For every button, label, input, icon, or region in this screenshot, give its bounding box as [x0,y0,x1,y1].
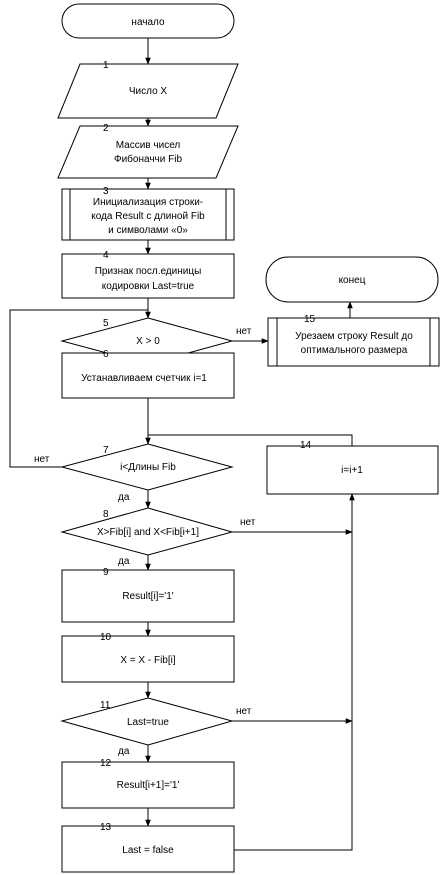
block-3-number: 3 [103,186,109,197]
block-9-text: Result[i]='1' [122,591,173,602]
block-14-process: 14 i=i+1 [266,440,439,495]
block-1-number: 1 [103,60,109,71]
end-terminal: конец [265,256,439,303]
block-1-text: Число X [129,86,168,97]
block-5-number: 5 [103,318,109,329]
block-8-text: X>Fib[i] and X<Fib[i+1] [97,527,199,538]
block-12-process: 12 Result[i+1]='1' [61,758,235,809]
block-8-decision: 8 X>Fib[i] and X<Fib[i+1] нет да [60,507,256,567]
connector-7-no-to-5 [9,309,148,468]
block-7-text: i<Длины Fib [120,462,176,473]
block-4-process: 4 Признак посл.единицы кодировки Last=tr… [61,250,235,299]
block-6-text: Устанавливаем счетчик i=1 [81,373,207,384]
block-10-number: 10 [100,632,112,643]
block-6-process: 6 Устанавливаем счетчик i=1 [61,349,235,399]
block-12-number: 12 [100,758,112,769]
block-4-text-line-2: кодировки Last=true [102,281,195,292]
block-11-no-label: нет [236,706,252,717]
start-terminal: начало [61,3,235,39]
block-15-text-line-2: оптимального размера [301,345,408,356]
block-11-number: 11 [100,700,111,711]
block-11-yes-label: да [118,746,130,757]
block-11-text: Last=true [127,717,169,728]
block-8-number: 8 [103,509,109,520]
block-9-number: 9 [103,567,109,578]
block-11-decision: 11 Last=true нет да [60,697,252,757]
block-13-text: Last = false [122,845,174,856]
block-2-number: 2 [103,123,109,134]
block-7-yes-label: да [118,492,130,503]
block-4-text-line-1: Признак посл.единицы [95,266,202,277]
block-3-text-line-3: и символами «0» [108,225,188,236]
block-10-process: 10 X = X - Fib[i] [61,632,235,683]
block-12-text: Result[i+1]='1' [117,780,180,791]
block-8-yes-label: да [118,556,130,567]
block-14-text: i=i+1 [341,465,363,476]
block-15-text-line-1: Урезаем строку Result до [295,331,413,342]
connector-13-to-14 [232,494,353,851]
start-label: начало [131,17,165,28]
block-2-text-line-2: Фибоначчи Fib [114,153,182,165]
block-7-no-label: нет [34,454,50,465]
block-1-input: 1 Число X [57,60,239,119]
block-8-no-label: нет [240,517,256,528]
block-3-process: 3 Инициализация строки- кода Result с дл… [61,186,235,241]
block-7-decision: 7 i<Длины Fib нет да [34,443,234,503]
end-label: конец [339,275,366,286]
block-15-number: 15 [304,314,316,325]
block-3-text-line-1: Инициализация строки- [93,197,203,208]
block-13-process: 13 Last = false [61,822,235,873]
block-5-no-label: нет [236,326,252,337]
block-2-text-line-1: Массив чисел [116,140,181,151]
block-3-text-line-2: кода Result с длиной Fib [91,211,205,222]
block-10-text: X = X - Fib[i] [120,655,176,666]
block-14-number: 14 [300,440,312,451]
block-15-process: 15 Урезаем строку Result до оптимального… [267,314,440,367]
block-4-number: 4 [103,250,109,261]
block-13-number: 13 [100,822,112,833]
block-7-number: 7 [103,445,109,456]
block-9-process: 9 Result[i]='1' [61,567,235,623]
block-2-input: 2 Массив чисел Фибоначчи Fib [57,123,239,179]
block-5-text: X > 0 [136,336,160,347]
block-6-number: 6 [103,349,109,360]
connector-14-to-7 [148,434,353,446]
